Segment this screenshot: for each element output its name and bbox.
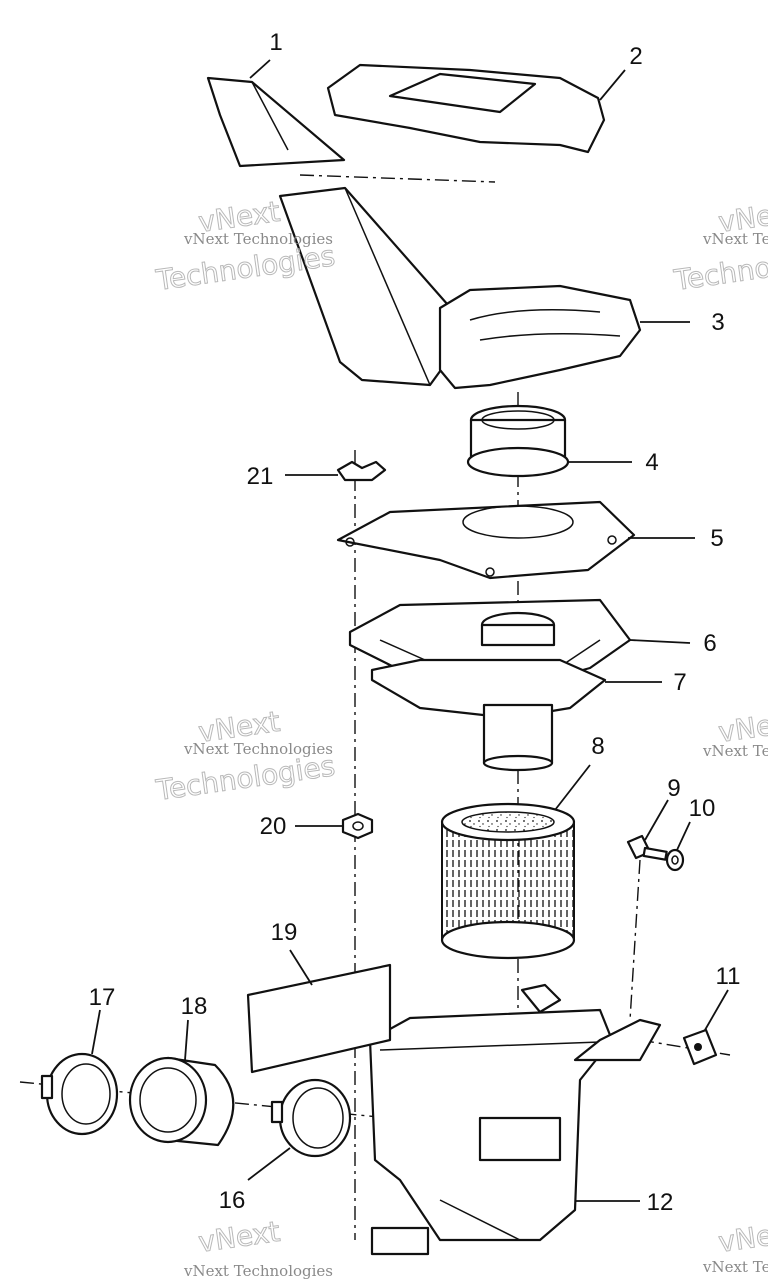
part-12-air-box[interactable] [368,983,662,1256]
part-21-wing-washer[interactable] [336,460,387,482]
callout-leader-lines [91,59,729,1202]
callout-9: 9 [667,775,680,802]
watermark-line-4: vNext Technologies [702,230,768,248]
watermark-line-1: vNext Technologies [183,230,333,248]
part-11-clip-nut[interactable] [682,1028,718,1066]
callout-16: 16 [219,1187,246,1214]
callout-8: 8 [591,733,604,760]
callout-17: 17 [89,984,116,1011]
part-19-decal[interactable] [246,963,392,1074]
watermark-line-6: vNext Technologies [702,1258,768,1276]
part-20-nut[interactable] [341,812,374,840]
callout-1: 1 [269,29,282,56]
part-7-gasket[interactable] [370,658,607,772]
part-5-top-plate[interactable] [336,500,636,580]
part-3-intake-snorkel[interactable] [278,186,642,390]
part-18-duct-sleeve[interactable] [128,1056,235,1147]
callout-21: 21 [247,463,274,490]
callout-20: 20 [260,813,287,840]
part-2-foam-frame[interactable] [326,63,606,154]
part-17-hose-clamp[interactable] [40,1052,119,1136]
callout-2: 2 [629,43,642,70]
part-1-foam-filter-wedge[interactable] [206,76,346,168]
watermark-line-2: vNext Technologies [183,740,333,758]
callout-19: 19 [271,919,298,946]
callout-6: 6 [703,630,716,657]
callout-4: 4 [645,449,658,476]
callout-5: 5 [710,525,723,552]
part-16-hose-clamp[interactable] [270,1078,352,1158]
watermark-outline-top-3: vNext [196,1215,282,1259]
part-10-washer[interactable] [665,848,685,872]
callout-numbers: 1 2 3 4 5 6 7 8 9 10 11 12 16 17 18 19 2… [89,29,741,1216]
callout-7: 7 [673,669,686,696]
callout-12: 12 [647,1189,674,1216]
part-4-intake-boot[interactable] [466,404,570,478]
part-9-bolt[interactable] [626,834,668,861]
watermark-outline-top-6: vNext [716,1215,768,1259]
callout-11: 11 [716,963,741,990]
callout-18: 18 [181,993,208,1020]
watermark-line-5: vNext Technologies [702,742,768,760]
callout-3: 3 [711,309,724,336]
part-8-air-filter-element[interactable] [440,802,576,960]
watermark-line-3: vNext Technologies [183,1262,333,1280]
callout-10: 10 [689,795,716,822]
